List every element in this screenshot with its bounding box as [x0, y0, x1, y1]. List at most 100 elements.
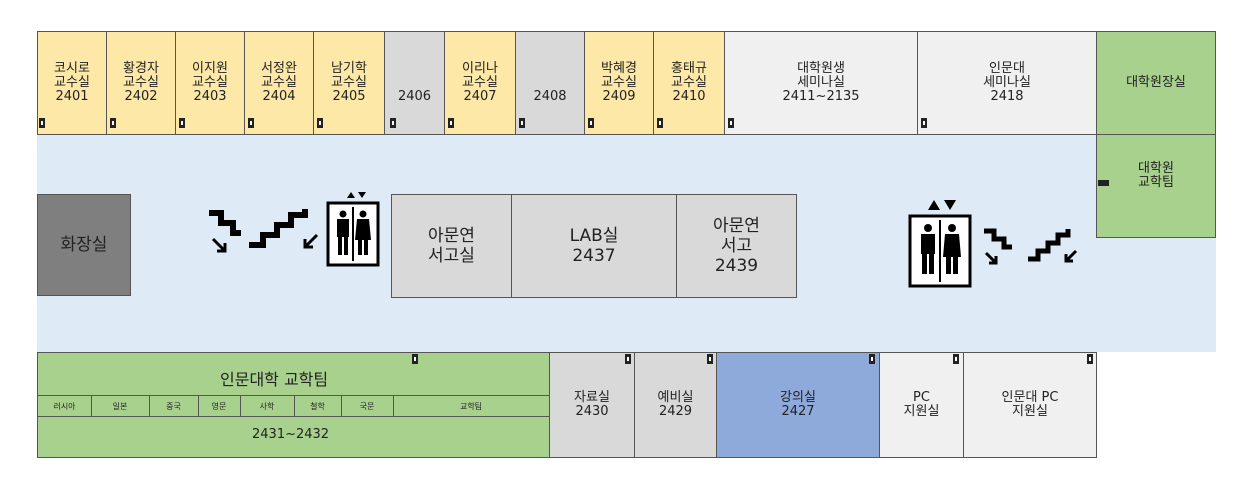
- room-line: 2429: [658, 404, 693, 419]
- room-line: 2427: [781, 404, 815, 419]
- room-line: 교학팀: [1138, 175, 1174, 190]
- room-number: 2431~2432: [252, 427, 330, 442]
- door-icon: [179, 118, 185, 128]
- section-label: 국문: [341, 395, 394, 417]
- room-line: 2437: [572, 246, 616, 266]
- room-line: 2409: [602, 89, 636, 104]
- room-line: 박혜경: [601, 61, 637, 76]
- room-line: 교수실: [123, 75, 159, 90]
- room-line: 교수실: [331, 75, 367, 90]
- door-icon: [921, 118, 927, 128]
- room-line: 대학원생: [797, 61, 845, 76]
- door-icon: [519, 118, 525, 128]
- room-2406[interactable]: 2406: [384, 31, 445, 135]
- room-line: 2430: [575, 404, 609, 419]
- restroom[interactable]: 화장실: [37, 194, 131, 296]
- section-label: 중국: [149, 395, 199, 417]
- room-line: PC: [913, 390, 930, 405]
- door-icon: [1087, 354, 1093, 364]
- room-2411[interactable]: 대학원생 세미나실 2411~2135: [724, 31, 918, 135]
- room-line: 2406: [397, 89, 432, 104]
- room-2437[interactable]: LAB실 2437: [511, 194, 677, 298]
- room-2407[interactable]: 이리나 교수실 2407: [444, 31, 516, 135]
- room-line: 예비실: [657, 390, 694, 405]
- section-label: 철학: [294, 395, 342, 417]
- room-2430[interactable]: 자료실 2430: [549, 352, 635, 458]
- room-line: 2410: [672, 89, 706, 104]
- door-icon: [953, 354, 959, 364]
- room-archive[interactable]: 아문연 서고실: [391, 194, 512, 298]
- room-line: 2401: [55, 89, 89, 104]
- door-icon: [248, 118, 254, 128]
- door-icon: [317, 118, 323, 128]
- room-grad-office[interactable]: 대학원장실: [1096, 31, 1216, 135]
- door-icon: [448, 118, 454, 128]
- room-line: 2404: [262, 89, 296, 104]
- room-line: 화장실: [60, 235, 108, 255]
- room-line: 대학원: [1138, 161, 1174, 176]
- room-line: 2411~2135: [782, 89, 860, 104]
- room-line: 교수실: [192, 75, 228, 90]
- room-2403[interactable]: 이지원 교수실 2403: [175, 31, 245, 135]
- room-2405[interactable]: 남기학 교수실 2405: [313, 31, 385, 135]
- door-icon: [869, 354, 875, 364]
- room-pc-support[interactable]: PC 지원실: [879, 352, 964, 458]
- stairs-icon: [209, 209, 319, 253]
- elevator-icon: [326, 192, 380, 267]
- stairs-icon: [984, 228, 1078, 265]
- room-2427[interactable]: 강의실 2427: [716, 352, 880, 458]
- room-line: 2418: [990, 89, 1024, 104]
- room-2429[interactable]: 예비실 2429: [634, 352, 717, 458]
- corridor-east: [1097, 237, 1216, 352]
- door-icon: [707, 354, 713, 364]
- door-icon: [1098, 180, 1109, 186]
- room-line: 교수실: [54, 75, 90, 90]
- room-title: 인문대학 교학팀: [220, 370, 329, 389]
- room-line: 인문대 PC: [1001, 390, 1059, 405]
- room-line: 아문연: [428, 226, 475, 246]
- room-line: 이리나: [462, 61, 498, 76]
- room-line: 코시로: [54, 61, 90, 76]
- door-icon: [110, 118, 116, 128]
- room-2409[interactable]: 박혜경 교수실 2409: [584, 31, 654, 135]
- room-line: 지원실: [1012, 404, 1048, 419]
- door-icon: [39, 118, 45, 128]
- room-line: 교수실: [261, 75, 297, 90]
- room-2402[interactable]: 황경자 교수실 2402: [106, 31, 176, 135]
- elevator-icon: [908, 200, 972, 288]
- room-line: 황경자: [123, 61, 159, 76]
- room-line: 교수실: [462, 75, 498, 90]
- room-line: 지원실: [903, 404, 940, 419]
- door-icon: [625, 354, 631, 364]
- room-line: 2439: [714, 256, 759, 276]
- section-label: 일본: [91, 395, 150, 417]
- room-line: 이지원: [192, 61, 228, 76]
- room-line: 2405: [332, 89, 366, 104]
- door-icon: [390, 118, 396, 128]
- door-icon: [728, 118, 734, 128]
- room-line: 2407: [463, 89, 497, 104]
- room-line: 남기학: [331, 61, 367, 76]
- room-2404[interactable]: 서정완 교수실 2404: [244, 31, 314, 135]
- room-2439[interactable]: 아문연 서고 2439: [676, 194, 797, 298]
- room-humanities-team[interactable]: [37, 352, 550, 458]
- room-line: 교수실: [601, 75, 637, 90]
- room-line: 서정완: [261, 61, 297, 76]
- room-line: 세미나실: [797, 75, 845, 90]
- room-humanities-pc-support[interactable]: 인문대 PC 지원실: [963, 352, 1097, 458]
- room-line: 인문대: [989, 61, 1025, 76]
- room-line: 2402: [124, 89, 158, 104]
- room-2401[interactable]: 코시로 교수실 2401: [37, 31, 107, 135]
- room-grad-team[interactable]: 대학원 교학팀: [1096, 134, 1216, 238]
- room-2410[interactable]: 홍태규 교수실 2410: [653, 31, 725, 135]
- room-line: LAB실: [569, 226, 619, 246]
- room-line: 아문연: [713, 216, 760, 236]
- section-label: 교학팀: [393, 395, 550, 417]
- room-2418[interactable]: 인문대 세미나실 2418: [917, 31, 1097, 135]
- door-icon: [412, 354, 418, 364]
- room-line: 2403: [193, 89, 227, 104]
- room-line: 2408: [533, 89, 567, 104]
- room-line: 교수실: [671, 75, 707, 90]
- room-2408[interactable]: 2408: [515, 31, 585, 135]
